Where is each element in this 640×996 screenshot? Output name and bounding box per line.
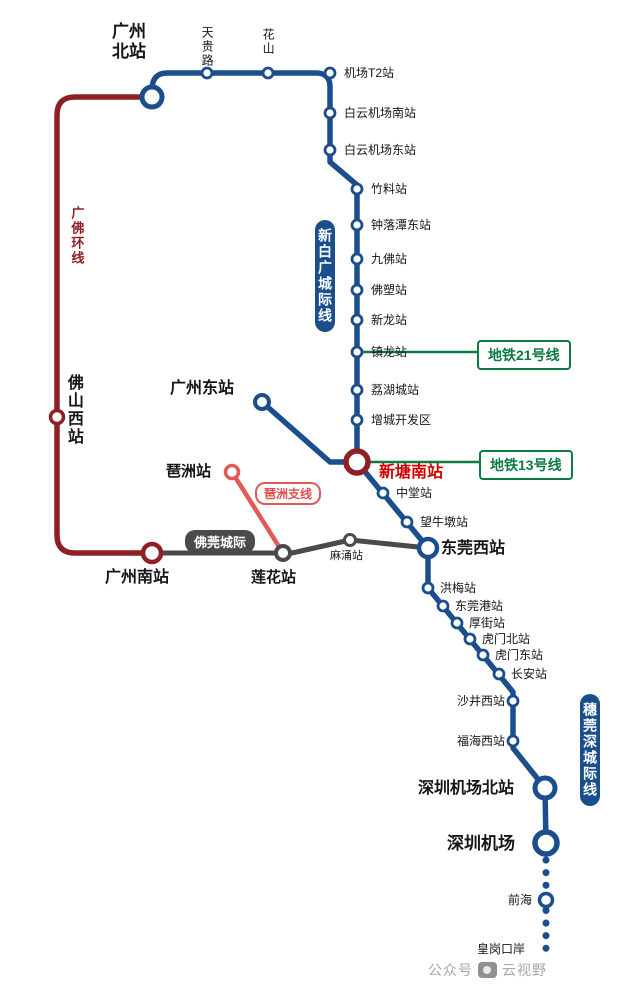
station-marker-baiyun-south — [323, 106, 337, 120]
station-marker-qianhai — [537, 891, 555, 909]
station-label-humen-east: 虎门东站 — [495, 648, 544, 662]
station-label-huashan: 花山 — [261, 28, 276, 56]
watermark: 公众号 云视野 — [428, 960, 547, 980]
station-label-baiyun-airport-south: 白云机场南站 — [344, 106, 417, 120]
station-label-huanggang-port: 皇岗口岸 — [477, 942, 526, 956]
station-marker-pazhou — [223, 463, 241, 481]
station-marker-fuhai-west — [506, 734, 520, 748]
station-marker-foshan-west — [48, 408, 66, 426]
station-marker-zhongtang — [376, 486, 390, 500]
station-marker-lianhua — [274, 544, 292, 562]
station-marker-jiufo — [350, 252, 364, 266]
station-marker-houjie — [450, 616, 464, 630]
station-label-houjie: 厚街站 — [469, 616, 506, 630]
station-label-zhongluotan-east: 钟落潭东站 — [371, 218, 432, 232]
station-label-shajing-west: 沙井西站 — [456, 694, 505, 708]
station-label-dongguan-west: 东莞西站 — [441, 540, 506, 557]
line-foguan — [152, 537, 429, 556]
station-marker-dongguan-port — [436, 599, 450, 613]
station-marker-changan — [492, 667, 506, 681]
station-marker-shenzhen-airport-north — [532, 775, 558, 801]
station-label-shenzhen-airport: 深圳机场 — [447, 834, 515, 853]
station-label-guangzhou-north: 广州北站 — [112, 22, 146, 62]
station-marker-zhuliao — [350, 182, 364, 196]
station-label-shenzhen-airport-north: 深圳机场北站 — [418, 780, 515, 797]
metro-line13-badge: 地铁13号线 — [479, 450, 573, 480]
station-label-pazhou: 琶洲站 — [166, 463, 212, 480]
station-label-guangzhou-east: 广州东站 — [170, 380, 235, 397]
station-label-xinlong: 新龙站 — [371, 313, 408, 327]
small-station-markers — [200, 66, 520, 748]
line-label-pazhou-branch: 琶洲支线 — [255, 482, 322, 505]
station-marker-zengcheng — [350, 413, 364, 427]
station-label-zhenlong: 镇龙站 — [371, 345, 408, 359]
station-marker-fosu — [350, 283, 364, 297]
station-label-foshan-west: 佛山西站 — [64, 374, 82, 446]
station-label-xintang-south: 新塘南站 — [379, 464, 444, 481]
station-label-zengcheng-kaifaqu: 增城开发区 — [371, 413, 432, 427]
station-marker-zhenlong — [350, 345, 364, 359]
station-marker-dongguan-west — [416, 536, 440, 560]
line-label-suiguanshen: 穗莞深城际线 — [580, 694, 600, 806]
station-label-dongguan-port: 东莞港站 — [455, 599, 504, 613]
station-marker-hongmei — [421, 581, 435, 595]
station-marker-wangniudun — [400, 515, 414, 529]
station-marker-tianguilu — [200, 66, 214, 80]
station-label-baiyun-airport-east: 白云机场东站 — [344, 143, 417, 157]
station-label-fosu: 佛塑站 — [371, 283, 408, 297]
watermark-camera-icon — [478, 962, 497, 978]
station-marker-shajing-west — [506, 694, 520, 708]
station-label-qianhai: 前海 — [508, 893, 533, 907]
station-marker-macong — [343, 533, 357, 547]
station-label-humen-north: 虎门北站 — [482, 632, 531, 646]
station-marker-shenzhen-airport — [532, 829, 560, 857]
station-label-guangzhou-south: 广州南站 — [105, 569, 170, 586]
station-marker-lihucheng — [350, 383, 364, 397]
metro-line21-badge: 地铁21号线 — [477, 340, 571, 370]
station-label-hongmei: 洪梅站 — [440, 581, 477, 595]
station-marker-xinlong — [350, 313, 364, 327]
watermark-prefix: 公众号 — [428, 962, 473, 978]
station-marker-baiyun-east — [323, 143, 337, 157]
station-label-macong: 麻涌站 — [330, 550, 363, 562]
station-label-fuhai-west: 福海西站 — [456, 734, 505, 748]
station-marker-xintang-south — [343, 448, 371, 476]
station-label-tianguilu: 天贵路 — [200, 26, 215, 68]
station-label-changan: 长安站 — [511, 667, 548, 681]
line-label-foguan: 佛莞城际 — [185, 530, 256, 553]
line-guangfo-ring — [54, 94, 152, 556]
station-label-airport-t2: 机场T2站 — [344, 66, 395, 80]
station-label-zhuliao: 竹料站 — [371, 182, 408, 196]
station-label-wangniudun: 望牛墩站 — [420, 515, 469, 529]
station-label-zhongtang: 中堂站 — [396, 486, 433, 500]
line-guangzhou-east-feeder — [260, 399, 357, 465]
station-label-jiufo: 九佛站 — [371, 252, 408, 266]
line-label-xinbaiguang: 新白广城际线 — [315, 220, 335, 332]
line-label-guangfo-ring: 广佛环线 — [69, 206, 85, 266]
station-marker-humen-east — [476, 648, 490, 662]
station-label-lianhua: 莲花站 — [251, 569, 297, 586]
station-marker-huashan — [261, 66, 275, 80]
line-pazhou-branch — [230, 470, 285, 555]
station-marker-airport-t2 — [323, 66, 337, 80]
station-marker-guangzhou-east — [253, 393, 271, 411]
station-marker-guangzhou-south — [140, 541, 164, 565]
station-marker-humen-north — [463, 632, 477, 646]
station-marker-guangzhou-north — [139, 84, 165, 110]
watermark-suffix: 云视野 — [502, 962, 547, 978]
station-label-lihucheng: 荔湖城站 — [371, 383, 420, 397]
station-marker-zhongluotan-east — [350, 218, 364, 232]
